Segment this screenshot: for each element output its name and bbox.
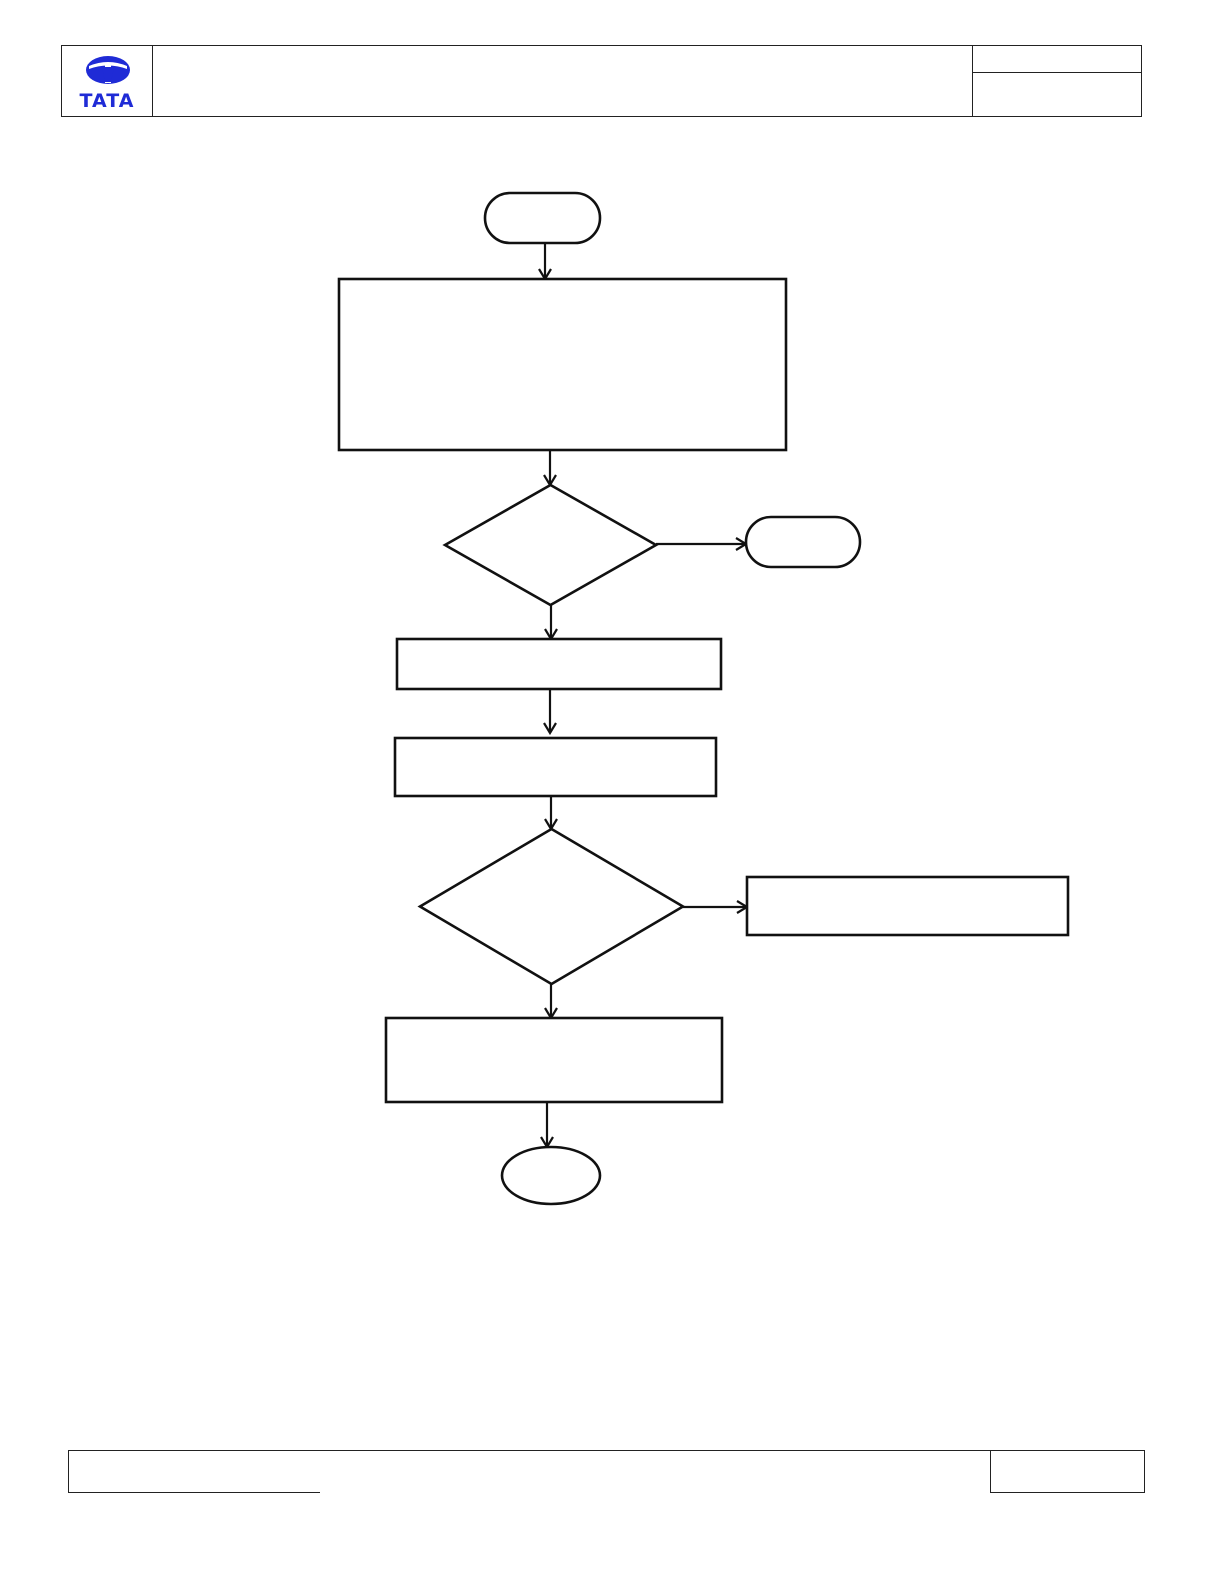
- footer-center: [320, 1451, 991, 1493]
- footer-right-cell: [990, 1450, 1145, 1493]
- node-side-step: [745, 875, 1070, 937]
- header-logo-cell: TATA: [61, 45, 153, 117]
- header-title-cell: [152, 45, 973, 117]
- node-decision-1: [442, 483, 659, 607]
- tata-logo-icon: [86, 56, 130, 84]
- header-info-bottom-cell: [972, 72, 1142, 117]
- node-start: [483, 191, 602, 245]
- header-info-top-cell: [972, 45, 1142, 73]
- node-step-3: [393, 736, 718, 798]
- node-exit-1: [744, 515, 862, 569]
- footer-left-cell: [68, 1450, 321, 1493]
- tata-logo-wordmark: TATA: [79, 90, 135, 112]
- node-end: [500, 1145, 602, 1206]
- node-decision-2: [417, 827, 686, 986]
- footer-center-cell: [320, 1450, 991, 1493]
- node-step-4: [384, 1016, 724, 1104]
- footer-left: [69, 1451, 320, 1492]
- footer-right: [991, 1451, 1144, 1492]
- node-step-2: [395, 637, 723, 691]
- node-step-1: [337, 277, 788, 452]
